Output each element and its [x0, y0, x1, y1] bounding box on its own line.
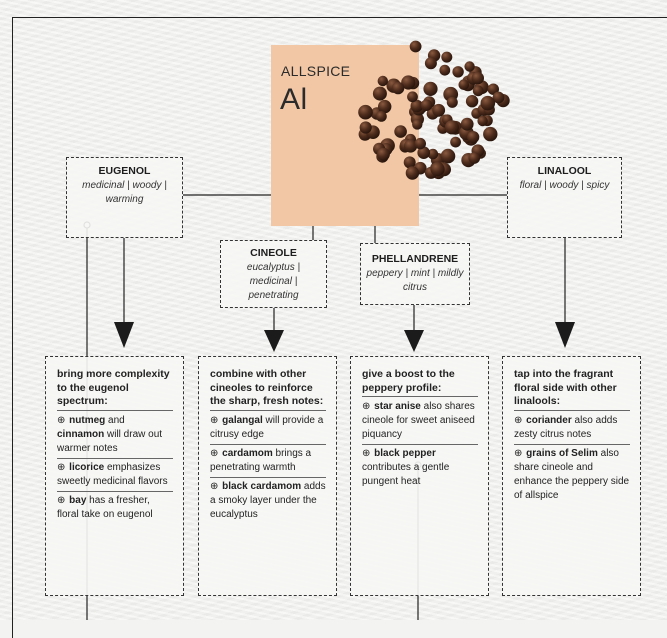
compound-phellandrene: PHELLANDRENE peppery | mint | mildly cit… — [360, 243, 470, 305]
pairing-card-phellandrene: give a boost to the peppery profile: ⊕ s… — [350, 356, 489, 596]
berry — [405, 166, 420, 180]
pairing-card-cineole: combine with other cineoles to reinforce… — [198, 356, 337, 596]
compound-name: EUGENOL — [98, 165, 151, 177]
berry — [427, 148, 439, 160]
pairing-item: ⊕ nutmeg and cinnamon will draw out warm… — [57, 414, 163, 454]
card-heading: give a boost to the peppery profile: — [362, 368, 478, 397]
berry — [460, 117, 474, 131]
berry — [432, 103, 446, 117]
berry — [430, 162, 445, 177]
berry — [417, 146, 431, 159]
compound-eugenol: EUGENOL medicinal | woody | warming — [66, 157, 183, 238]
pairing-item: ⊕ bay has a fresher, floral take on euge… — [57, 490, 173, 524]
pairing-card-linalool: tap into the fragrant floral side with o… — [502, 356, 641, 596]
berry — [483, 126, 498, 142]
berry — [358, 104, 373, 120]
compound-desc: medicinal | woody | warming — [82, 180, 167, 205]
berry — [446, 96, 458, 108]
card-heading: bring more complexity to the eugenol spe… — [57, 368, 173, 411]
berry — [410, 99, 424, 113]
compound-name: CINEOLE — [250, 247, 297, 259]
compound-desc: peppery | mint | mildly citrus — [366, 268, 464, 293]
berry — [464, 61, 475, 72]
pairing-item: ⊕ black pepper contributes a gentle pung… — [362, 444, 478, 491]
allspice-swatch: ALLSPICE Al — [271, 45, 419, 226]
compound-cineole: CINEOLE eucalyptus | medicinal | penetra… — [220, 240, 327, 308]
berry — [376, 111, 387, 122]
berry — [468, 152, 481, 164]
berry — [394, 125, 407, 138]
berry — [391, 81, 405, 95]
arrow-cineole — [264, 330, 284, 352]
page-frame — [12, 17, 667, 638]
berry — [407, 91, 418, 103]
berry — [441, 51, 453, 63]
berry — [409, 40, 422, 53]
berry — [376, 147, 390, 161]
berry — [412, 119, 423, 130]
berry — [452, 66, 464, 78]
card-heading: tap into the fragrant floral side with o… — [514, 368, 630, 411]
berry — [401, 75, 416, 90]
compound-desc: eucalyptus | medicinal | penetrating — [246, 262, 301, 301]
berry — [372, 86, 387, 101]
berry — [458, 79, 470, 90]
compound-name: LINALOOL — [537, 165, 592, 177]
berry — [424, 57, 437, 70]
berry — [465, 95, 479, 108]
pairing-item: ⊕ licorice emphasizes sweetly medicinal … — [57, 457, 173, 491]
hero-label: ALLSPICE — [281, 63, 351, 79]
berry — [467, 131, 480, 144]
berry — [444, 120, 459, 135]
berry — [440, 148, 456, 164]
berry — [414, 137, 426, 150]
pairing-item: ⊕ galangal will provide a citrusy edge — [210, 414, 324, 440]
berry — [404, 139, 418, 153]
allspice-berries-image — [358, 40, 510, 180]
pairing-item: ⊕ grains of Selim also share cineole and… — [514, 443, 630, 505]
pairing-card-eugenol: bring more complexity to the eugenol spe… — [45, 356, 184, 596]
berry — [420, 99, 433, 111]
berry — [377, 75, 388, 87]
compound-desc: floral | woody | spicy — [519, 180, 610, 191]
berry — [471, 71, 484, 85]
berry — [359, 121, 372, 134]
berry — [403, 156, 416, 169]
berry — [487, 83, 499, 95]
berry — [472, 85, 484, 97]
compound-linalool: LINALOOL floral | woody | spicy — [507, 157, 622, 238]
berry — [439, 64, 451, 76]
berry — [477, 115, 488, 127]
berry — [423, 81, 438, 96]
card-heading: combine with other cineoles to reinforce… — [210, 368, 326, 411]
pairing-item: ⊕ cardamom brings a penetrating warmth — [210, 443, 326, 477]
pairing-item: ⊕ coriander also adds zesty citrus notes — [514, 414, 618, 440]
arrow-eugenol — [114, 322, 134, 348]
berry — [480, 95, 496, 111]
compound-name: PHELLANDRENE — [371, 253, 459, 265]
pairing-item: ⊕ black cardamom adds a smoky layer unde… — [210, 476, 326, 524]
berry — [492, 91, 505, 104]
hero-symbol: Al — [280, 83, 308, 116]
berry — [450, 136, 461, 148]
arrow-phellandrene — [404, 330, 424, 352]
pairing-item: ⊕ star anise also shares cineole for swe… — [362, 401, 475, 440]
berry — [378, 99, 392, 114]
arrow-linalool — [555, 322, 575, 348]
